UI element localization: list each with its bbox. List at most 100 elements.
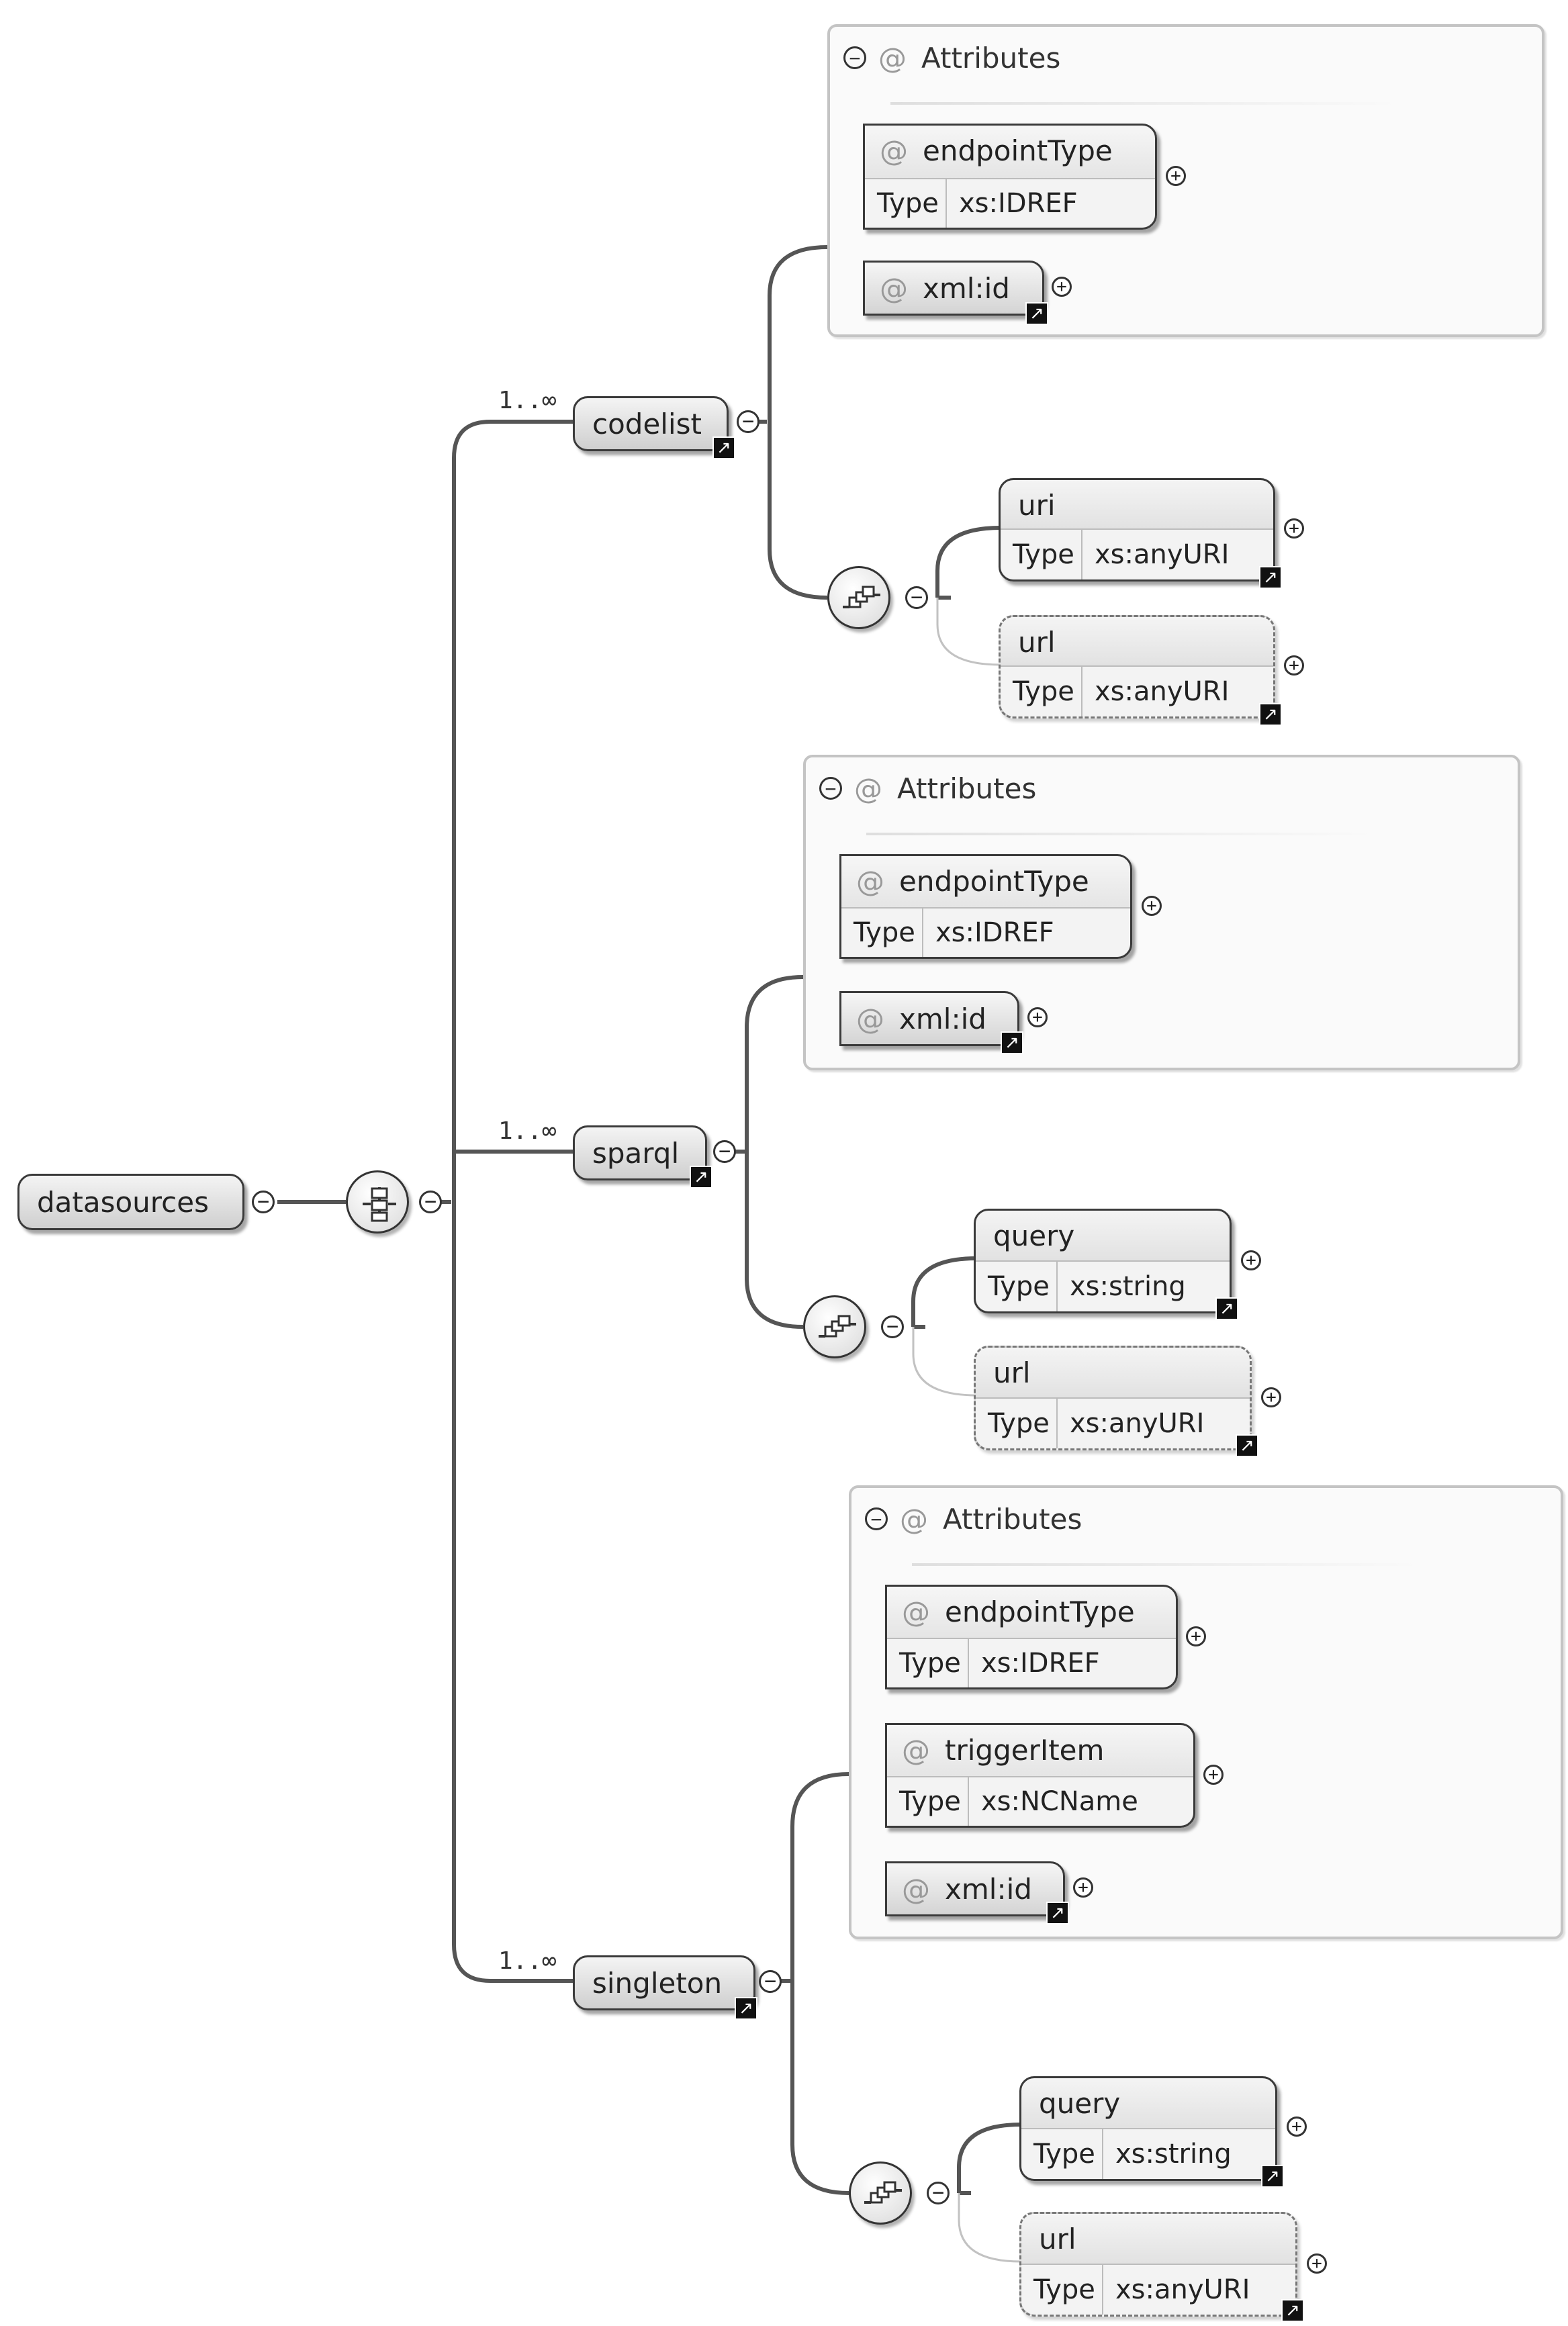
attributes-header: − @ Attributes xyxy=(865,1500,1082,1538)
cardinality-label: 1..∞ xyxy=(498,1117,557,1145)
type-row: Type xs:anyURI xyxy=(1001,528,1273,579)
sequence-compositor-icon[interactable] xyxy=(346,1170,409,1234)
expand-icon[interactable]: + xyxy=(1073,1877,1093,1898)
attribute-endpointType[interactable]: @ endpointType Type xs:IDREF xyxy=(839,854,1132,959)
type-value: xs:anyURI xyxy=(1095,539,1230,570)
element-name: query xyxy=(993,1219,1075,1252)
element-query[interactable]: query Type xs:string xyxy=(974,1209,1232,1313)
element-uri[interactable]: uri Type xs:anyURI xyxy=(999,478,1275,582)
element-singleton[interactable]: singleton xyxy=(573,1955,755,2010)
element-name: codelist xyxy=(592,407,702,440)
collapse-icon[interactable]: − xyxy=(865,1507,888,1530)
element-query[interactable]: query Type xs:string xyxy=(1019,2076,1277,2181)
at-icon: @ xyxy=(856,1002,884,1035)
attribute-xml-id[interactable]: @xml:id xyxy=(863,261,1044,316)
type-label: Type xyxy=(865,179,947,228)
collapse-icon[interactable]: − xyxy=(819,777,842,800)
reference-arrow-icon: ↗ xyxy=(1261,2165,1284,2188)
expand-icon[interactable]: + xyxy=(1027,1007,1048,1027)
reference-arrow-icon: ↗ xyxy=(1001,1031,1023,1054)
expand-icon[interactable]: + xyxy=(1284,518,1304,539)
collapse-icon[interactable]: − xyxy=(737,410,759,433)
expand-icon[interactable]: + xyxy=(1241,1250,1261,1270)
reference-arrow-icon: ↗ xyxy=(712,436,735,459)
type-label: Type xyxy=(1021,2265,1103,2315)
attributes-header-label: Attributes xyxy=(921,41,1061,75)
collapse-icon[interactable]: − xyxy=(843,46,866,69)
attributes-header-label: Attributes xyxy=(943,1502,1082,1536)
reference-arrow-icon: ↗ xyxy=(1046,1902,1069,1924)
reference-arrow-icon: ↗ xyxy=(1281,2299,1304,2322)
type-value: xs:anyURI xyxy=(1095,676,1230,707)
element-url[interactable]: url Type xs:anyURI xyxy=(1019,2212,1297,2317)
at-icon: @ xyxy=(900,1502,928,1536)
element-name: url xyxy=(1018,625,1056,659)
type-value: xs:string xyxy=(1115,2139,1232,2170)
element-url[interactable]: url Type xs:anyURI xyxy=(999,615,1275,718)
expand-icon[interactable]: + xyxy=(1261,1387,1281,1407)
type-row: Type xs:IDREF xyxy=(865,178,1155,228)
attribute-name: endpointType xyxy=(899,864,1089,898)
reference-arrow-icon: ↗ xyxy=(1025,302,1048,325)
element-name: uri xyxy=(1018,488,1056,522)
reference-arrow-icon: ↗ xyxy=(1259,703,1282,726)
attribute-triggerItem[interactable]: @triggerItem Type xs:NCName xyxy=(885,1723,1195,1828)
expand-icon[interactable]: + xyxy=(1307,2253,1327,2274)
type-label: Type xyxy=(841,909,923,957)
cardinality-label: 1..∞ xyxy=(498,387,557,414)
expand-icon[interactable]: + xyxy=(1287,2116,1307,2137)
reference-arrow-icon: ↗ xyxy=(690,1166,712,1189)
type-row: Type xs:anyURI xyxy=(1001,665,1273,716)
collapse-icon[interactable]: − xyxy=(419,1191,442,1213)
collapse-icon[interactable]: − xyxy=(252,1191,275,1213)
at-icon: @ xyxy=(880,134,908,167)
at-icon: @ xyxy=(856,864,884,898)
expand-icon[interactable]: + xyxy=(1284,655,1304,676)
collapse-icon[interactable]: − xyxy=(905,586,928,609)
collapse-icon[interactable]: − xyxy=(881,1315,904,1338)
element-name: url xyxy=(993,1356,1031,1389)
expand-icon[interactable]: + xyxy=(1203,1765,1224,1785)
attribute-xml-id[interactable]: @xml:id xyxy=(885,1861,1065,1916)
attributes-header: − @ Attributes xyxy=(843,39,1060,77)
expand-icon[interactable]: + xyxy=(1052,277,1072,297)
root-element-datasources[interactable]: datasources xyxy=(17,1174,244,1230)
type-value: xs:anyURI xyxy=(1070,1408,1205,1439)
reference-arrow-icon: ↗ xyxy=(1236,1434,1258,1457)
element-name: singleton xyxy=(592,1966,723,2000)
element-name: query xyxy=(1039,2086,1121,2120)
attribute-name: endpointType xyxy=(945,1595,1135,1628)
at-icon: @ xyxy=(902,1733,930,1767)
element-codelist[interactable]: codelist xyxy=(573,396,729,451)
element-name: sparql xyxy=(592,1136,680,1170)
reference-arrow-icon: ↗ xyxy=(1215,1297,1238,1320)
attribute-endpointType[interactable]: @endpointType Type xs:IDREF xyxy=(863,124,1157,230)
divider xyxy=(866,833,1377,835)
attributes-header: − @ Attributes xyxy=(819,770,1036,807)
attribute-endpointType[interactable]: @endpointType Type xs:IDREF xyxy=(885,1585,1178,1689)
type-row: Type xs:IDREF xyxy=(841,907,1130,957)
collapse-icon[interactable]: − xyxy=(713,1140,736,1163)
type-label: Type xyxy=(1001,667,1082,716)
collapse-icon[interactable]: − xyxy=(927,2182,950,2204)
collapse-icon[interactable]: − xyxy=(759,1970,782,1993)
expand-icon[interactable]: + xyxy=(1166,166,1186,186)
expand-icon[interactable]: + xyxy=(1186,1626,1206,1646)
element-sparql[interactable]: sparql xyxy=(573,1125,707,1180)
cardinality-label: 1..∞ xyxy=(498,1947,557,1975)
attribute-xml-id[interactable]: @ xml:id xyxy=(839,991,1019,1046)
type-row: Type xs:string xyxy=(1021,2128,1275,2179)
type-value: xs:anyURI xyxy=(1115,2274,1250,2305)
attribute-name: xml:id xyxy=(899,1002,986,1035)
attribute-name: triggerItem xyxy=(945,1733,1105,1767)
type-row: Type xs:anyURI xyxy=(976,1397,1250,1448)
sequence-compositor-icon[interactable] xyxy=(803,1295,866,1358)
sequence-compositor-icon[interactable] xyxy=(849,2161,912,2225)
expand-icon[interactable]: + xyxy=(1142,896,1162,916)
attribute-name: xml:id xyxy=(923,271,1010,305)
element-url[interactable]: url Type xs:anyURI xyxy=(974,1346,1252,1450)
type-row: Type xs:string xyxy=(976,1260,1230,1311)
type-label: Type xyxy=(887,1777,969,1826)
sequence-compositor-icon[interactable] xyxy=(827,566,890,629)
